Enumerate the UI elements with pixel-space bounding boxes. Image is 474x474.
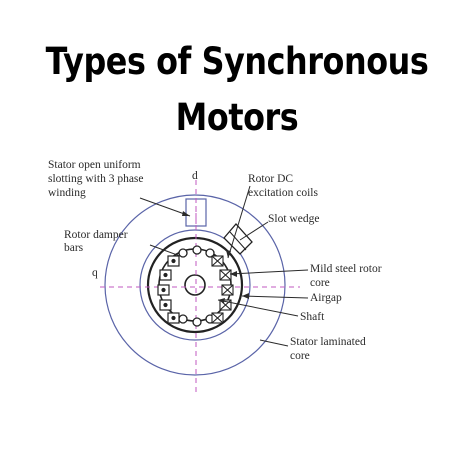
label-shaft: Shaft bbox=[300, 311, 325, 323]
stator-bore-circle bbox=[139, 229, 251, 341]
label-stator-laminated-1: Stator laminated bbox=[290, 336, 366, 348]
label-mild-steel-2: core bbox=[310, 277, 330, 289]
axis-q-label: q bbox=[92, 267, 98, 279]
label-mild-steel-1: Mild steel rotor bbox=[310, 263, 382, 275]
rotor-outer-circle bbox=[146, 236, 244, 334]
label-stator-slotting-1: Stator open uniform bbox=[48, 159, 141, 171]
leader-arrowheads bbox=[182, 211, 249, 303]
label-stator-slotting-3: winding bbox=[48, 187, 86, 199]
rotor-coils-left bbox=[157, 255, 180, 324]
slot-wedge-shape bbox=[223, 223, 253, 255]
label-stator-slotting-2: slotting with 3 phase bbox=[48, 173, 144, 185]
label-rotor-damper-2: bars bbox=[64, 242, 84, 254]
label-rotor-dc-1: Rotor DC bbox=[248, 173, 293, 185]
rotor-damper-bars bbox=[178, 245, 215, 327]
leader-lines bbox=[139, 185, 309, 347]
label-rotor-damper-1: Rotor damper bbox=[64, 229, 128, 241]
axis-d-label: d bbox=[192, 170, 198, 182]
label-airgap: Airgap bbox=[310, 292, 342, 304]
label-rotor-dc-2: excitation coils bbox=[248, 187, 318, 199]
shaft-circle bbox=[184, 274, 206, 296]
rotor-coils-right bbox=[211, 255, 234, 324]
label-stator-laminated-2: core bbox=[290, 350, 310, 362]
title-line-1: Types of Synchronous bbox=[45, 40, 429, 83]
stator-outer-circle bbox=[104, 194, 286, 376]
title-line-2: Motors bbox=[175, 96, 299, 139]
stator-slot bbox=[185, 198, 207, 227]
label-slot-wedge: Slot wedge bbox=[268, 213, 319, 225]
